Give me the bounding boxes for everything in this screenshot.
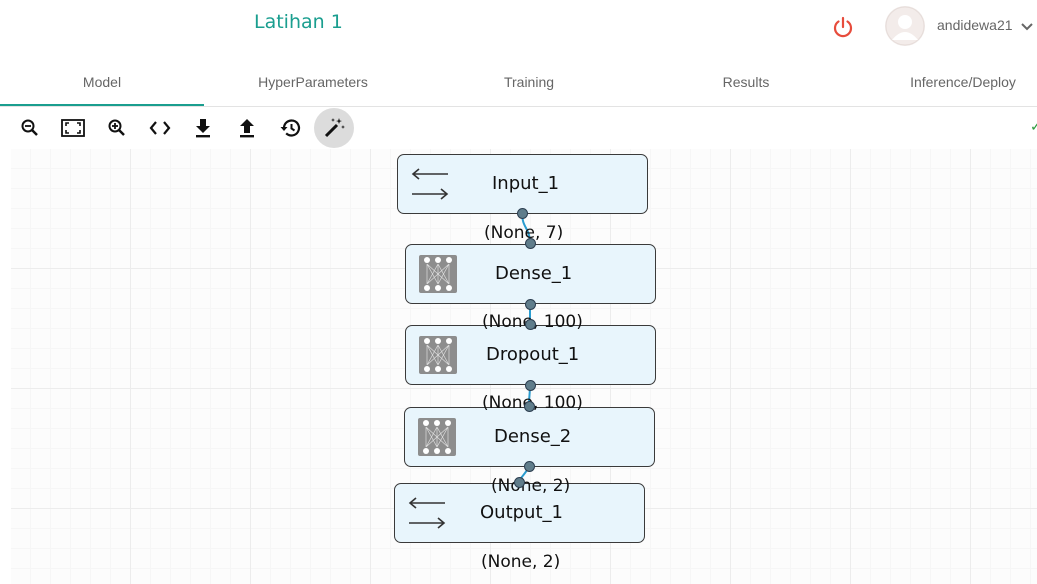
input-port[interactable] (524, 401, 535, 412)
tab-training[interactable]: Training (503, 74, 555, 90)
layer-node-dropout-1[interactable]: Dropout_1 (405, 325, 656, 385)
node-label: Output_1 (480, 502, 563, 523)
output-shape-label: (None, 2) (481, 552, 561, 572)
output-port[interactable] (525, 380, 536, 391)
node-label: Dropout_1 (486, 344, 580, 365)
avatar[interactable] (885, 6, 925, 46)
code-icon[interactable] (145, 113, 175, 143)
tab-hyperparameters[interactable]: HyperParameters (258, 74, 368, 90)
model-toolbar (0, 107, 1037, 149)
output-arrows-icon (407, 497, 447, 534)
dense-layer-icon (418, 254, 458, 299)
node-label: Dense_1 (495, 263, 573, 284)
project-title: Latihan 1 (254, 11, 343, 33)
app-header: Latihan 1 andidewa21 (0, 0, 1037, 59)
output-port[interactable] (517, 208, 528, 219)
fit-screen-icon[interactable] (58, 113, 88, 143)
input-arrows-icon (410, 168, 450, 205)
node-label: Input_1 (492, 173, 560, 194)
magic-wand-icon[interactable] (314, 108, 354, 148)
layer-node-dense-2[interactable]: Dense_2 (404, 407, 655, 467)
output-shape-label: (None, 2) (491, 476, 571, 496)
layer-node-dense-1[interactable]: Dense_1 (405, 244, 656, 304)
output-shape-label: (None, 7) (484, 223, 564, 243)
node-label: Dense_2 (494, 426, 572, 447)
tab-inference-deploy[interactable]: Inference/Deploy (910, 74, 1016, 90)
upload-icon[interactable] (232, 113, 262, 143)
input-port[interactable] (514, 477, 525, 488)
layer-node-output[interactable]: Output_1 (394, 483, 645, 543)
main-tabs: Model HyperParameters Training Results I… (0, 58, 1037, 107)
zoom-out-icon[interactable] (15, 113, 45, 143)
dropout-layer-icon (418, 335, 458, 380)
power-icon[interactable] (830, 14, 856, 40)
output-port[interactable] (525, 299, 536, 310)
tab-results[interactable]: Results (722, 74, 770, 90)
input-port[interactable] (525, 319, 536, 330)
status-check-icon: ✓ (1030, 118, 1037, 134)
input-port[interactable] (525, 238, 536, 249)
tab-model[interactable]: Model (0, 58, 204, 106)
dense-layer-icon (417, 417, 457, 462)
chevron-down-icon[interactable] (1020, 19, 1034, 31)
download-icon[interactable] (188, 113, 218, 143)
output-port[interactable] (524, 461, 535, 472)
history-icon[interactable] (275, 113, 305, 143)
layer-node-input[interactable]: Input_1 (397, 154, 648, 214)
zoom-in-icon[interactable] (102, 113, 132, 143)
username[interactable]: andidewa21 (937, 17, 1013, 33)
